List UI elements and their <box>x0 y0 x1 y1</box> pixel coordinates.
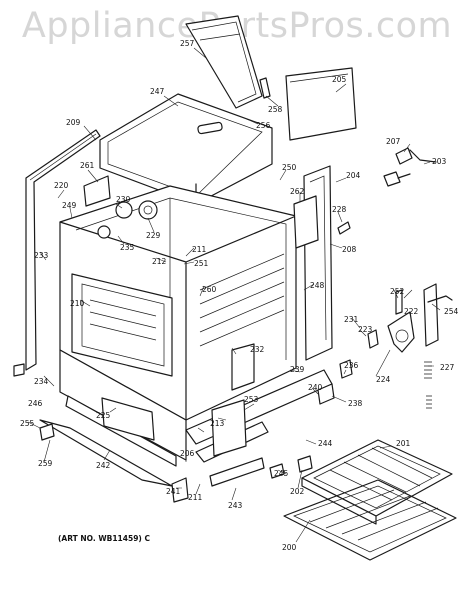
callout-238: 238 <box>348 399 363 408</box>
callout-213: 213 <box>210 419 225 428</box>
callout-200: 200 <box>282 543 297 552</box>
part-top-panel <box>99 93 273 205</box>
callout-239: 239 <box>290 365 305 374</box>
callout-244: 244 <box>318 439 333 448</box>
callout-210: 210 <box>70 299 85 308</box>
callout-232: 232 <box>250 345 265 354</box>
callout-261: 261 <box>80 161 95 170</box>
callout-211b: 211 <box>188 493 203 502</box>
callout-240: 240 <box>308 383 323 392</box>
part-right-side-panel <box>303 165 333 361</box>
callout-249: 249 <box>62 201 77 210</box>
callout-205: 205 <box>332 75 347 84</box>
part-left-side-panel <box>25 129 101 371</box>
callout-234: 234 <box>34 377 49 386</box>
callout-241: 241 <box>166 487 181 496</box>
callout-227: 227 <box>440 363 455 372</box>
callout-248: 248 <box>310 281 325 290</box>
leader-lines <box>27 47 441 543</box>
callout-230: 230 <box>116 195 131 204</box>
callout-207: 207 <box>386 137 401 146</box>
part-oven-rack <box>283 479 457 561</box>
callout-224: 224 <box>376 375 391 384</box>
callout-262: 262 <box>290 187 305 196</box>
callout-254: 254 <box>444 307 459 316</box>
callout-247: 247 <box>150 87 165 96</box>
callout-243: 243 <box>228 501 243 510</box>
callout-245: 245 <box>274 469 289 478</box>
callout-228: 228 <box>332 205 347 214</box>
callout-246: 246 <box>28 399 43 408</box>
callout-255: 255 <box>20 419 35 428</box>
callout-labels: 257 247 209 205 258 256 250 262 204 228 … <box>20 39 459 552</box>
part-cooktop-lid <box>185 15 263 109</box>
callout-252: 252 <box>390 287 405 296</box>
callout-223: 223 <box>358 325 373 334</box>
callout-259: 259 <box>38 459 53 468</box>
callout-235: 235 <box>120 243 135 252</box>
part-broiler-pan <box>301 439 453 525</box>
callout-222: 222 <box>404 307 419 316</box>
callout-242: 242 <box>96 461 111 470</box>
callout-258: 258 <box>268 105 283 114</box>
callout-220: 220 <box>54 181 69 190</box>
callout-203: 203 <box>432 157 447 166</box>
callout-250: 250 <box>282 163 297 172</box>
callout-229: 229 <box>146 231 161 240</box>
part-backguard <box>285 67 357 141</box>
art-number: (ART NO. WB11459) C <box>58 534 150 543</box>
callout-208: 208 <box>342 245 357 254</box>
callout-209: 209 <box>66 118 81 127</box>
callout-260: 260 <box>202 285 217 294</box>
callout-257: 257 <box>180 39 195 48</box>
callout-211: 211 <box>192 245 207 254</box>
part-small-hardware <box>13 77 453 503</box>
callout-236: 236 <box>344 361 359 370</box>
callout-204: 204 <box>346 171 361 180</box>
callout-225: 225 <box>96 411 111 420</box>
callout-202: 202 <box>290 487 305 496</box>
callout-233: 233 <box>34 251 49 260</box>
callout-253: 253 <box>244 395 259 404</box>
callout-251: 251 <box>194 259 209 268</box>
callout-212: 212 <box>152 257 167 266</box>
callout-201: 201 <box>396 439 411 448</box>
callout-206: 206 <box>180 449 195 458</box>
callout-256: 256 <box>256 121 271 130</box>
callout-231: 231 <box>344 315 359 324</box>
part-brackets <box>211 343 255 457</box>
